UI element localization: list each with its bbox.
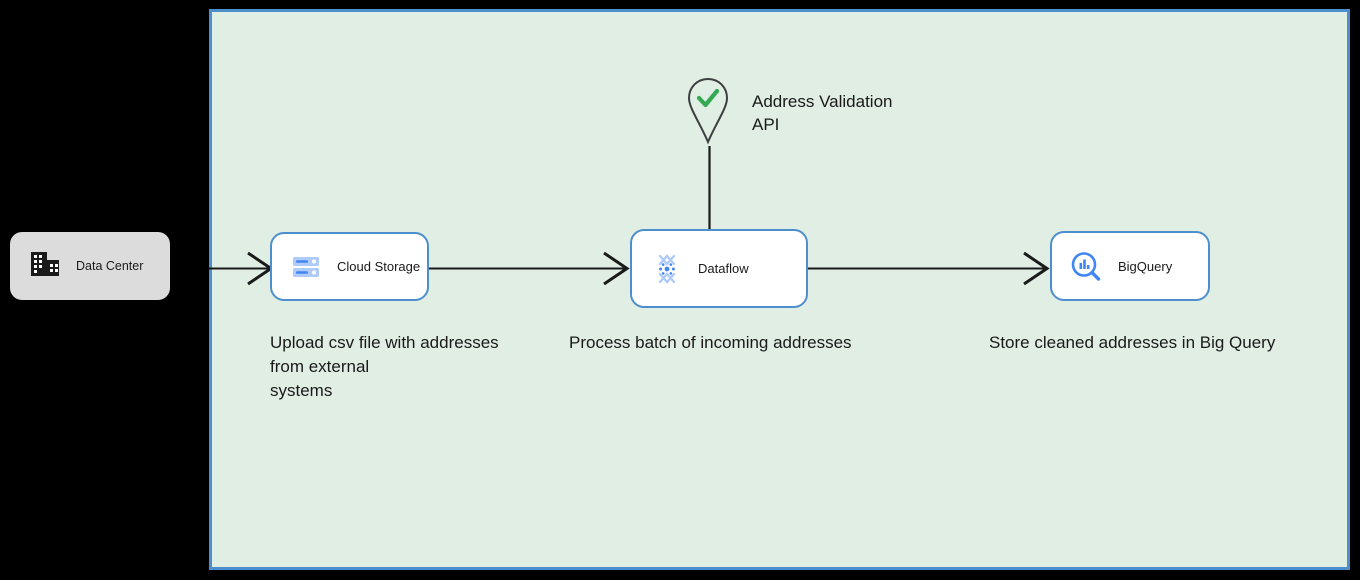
node-bigquery[interactable]: BigQuery — [1050, 231, 1210, 301]
bigquery-icon — [1070, 251, 1102, 281]
caption-dataflow: Process batch of incoming addresses — [569, 333, 852, 352]
cloud-storage-icon — [291, 253, 321, 281]
connector-datacenter-to-storage — [209, 251, 274, 286]
building-icon — [30, 250, 60, 283]
node-data-center[interactable]: Data Center — [10, 232, 170, 300]
node-label-bigquery: BigQuery — [1118, 258, 1173, 274]
dataflow-icon — [652, 253, 682, 285]
caption-bigquery: Store cleaned addresses in Big Query — [989, 333, 1276, 352]
node-cloud-storage[interactable]: Cloud Storage — [270, 232, 429, 301]
node-label-dataflow: Dataflow — [698, 261, 749, 276]
service-address-validation-api[interactable]: Address Validation API — [686, 76, 893, 151]
connector-storage-to-dataflow — [428, 251, 630, 286]
node-label-cloud-storage: Cloud Storage — [337, 259, 421, 274]
node-label-data-center: Data Center — [76, 259, 144, 273]
connector-dataflow-to-bigquery — [808, 251, 1050, 286]
caption-cloud-storage: Upload csv file with addresses from exte… — [270, 333, 499, 400]
node-dataflow[interactable]: Dataflow — [630, 229, 808, 308]
connector-api-to-dataflow — [708, 146, 711, 232]
service-label-address-validation-api: Address Validation API — [752, 92, 893, 134]
map-pin-check-icon — [686, 76, 730, 151]
